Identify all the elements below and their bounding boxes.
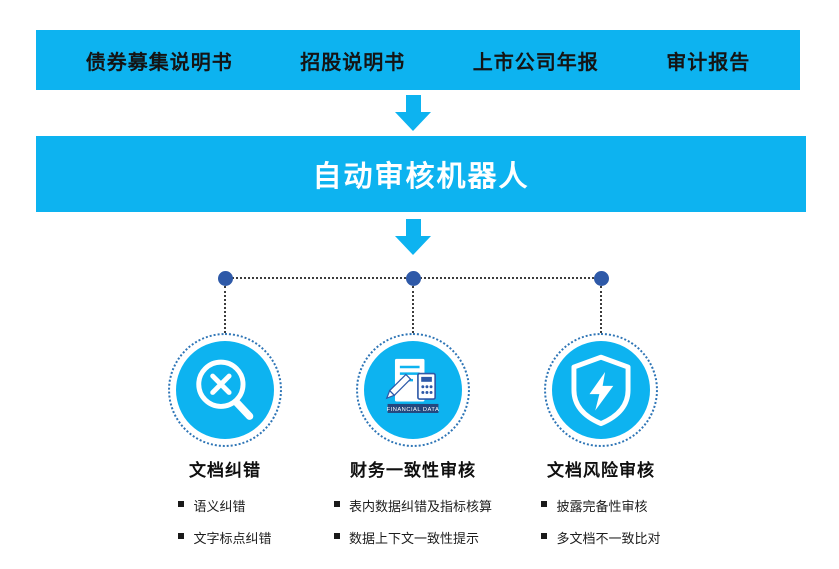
magnifier-x-icon <box>196 359 254 420</box>
bullet-marker <box>333 533 340 539</box>
bullet-text: 语义纠错 <box>193 499 246 514</box>
bullet-marker <box>178 533 185 539</box>
bullet-text: 数据上下文一致性提示 <box>348 531 479 546</box>
bullet-marker <box>333 501 340 507</box>
feature-title: 财务一致性审核 <box>350 461 476 480</box>
connector-line-vertical <box>600 286 602 333</box>
doc-type-label-bond-prospectus: 债券募集说明书 <box>85 51 233 74</box>
feature-column-financial-consistency: FINANCIAL DATA 财务一致性审核 表内数据纠错及指标核算 数据上下文… <box>288 271 538 560</box>
feature-ring: FINANCIAL DATA <box>356 333 470 447</box>
down-arrow-top <box>395 95 431 131</box>
robot-banner-title: 自动审核机器人 <box>312 161 530 193</box>
feature-bullets: 表内数据纠错及指标核算 数据上下文一致性提示 <box>333 496 492 560</box>
robot-banner: 自动审核机器人 <box>36 136 806 212</box>
feature-column-doc-risk: 文档风险审核 披露完备性审核 多文档不一致比对 <box>476 271 726 560</box>
feature-bullets: 语义纠错 文字标点纠错 <box>178 496 272 560</box>
bullet-item: 多文档不一致比对 <box>541 528 661 547</box>
connector-dot <box>405 271 421 286</box>
bullet-text: 披露完备性审核 <box>556 499 648 514</box>
bullet-item: 语义纠错 <box>178 496 271 515</box>
down-arrow-bottom <box>395 219 431 255</box>
bullet-marker <box>541 533 548 539</box>
bullet-item: 表内数据纠错及指标核算 <box>333 496 492 515</box>
down-arrow-head <box>395 112 431 131</box>
feature-circle: FINANCIAL DATA <box>364 341 462 439</box>
connector-dot <box>217 271 233 286</box>
feature-title: 文档风险审核 <box>547 461 655 480</box>
down-arrow-shaft <box>405 219 421 236</box>
feature-title: 文档纠错 <box>189 461 261 480</box>
feature-circle <box>552 341 650 439</box>
shield-bolt-icon <box>571 354 631 427</box>
down-arrow-shaft <box>405 95 421 112</box>
doc-type-label-audit-report: 审计报告 <box>666 51 751 74</box>
bullet-text: 多文档不一致比对 <box>556 531 661 546</box>
bullet-marker <box>541 501 548 507</box>
bullet-item: 文字标点纠错 <box>178 528 272 547</box>
bullet-item: 披露完备性审核 <box>541 496 660 515</box>
doc-type-label-ipo-prospectus: 招股说明书 <box>300 51 406 74</box>
feature-ring <box>544 333 658 447</box>
feature-column-doc-correction: 文档纠错 语义纠错 文字标点纠错 <box>100 271 350 560</box>
feature-bullets: 披露完备性审核 多文档不一致比对 <box>541 496 661 560</box>
connector-line-vertical <box>224 286 226 333</box>
bullet-marker <box>178 501 185 507</box>
feature-ring <box>168 333 282 447</box>
connector-dot <box>593 271 609 286</box>
financial-data-icon: FINANCIAL DATA <box>385 358 440 413</box>
document-types-bar: 债券募集说明书 招股说明书 上市公司年报 审计报告 <box>36 30 800 90</box>
bullet-text: 文字标点纠错 <box>193 531 272 546</box>
connector-line-vertical <box>412 286 414 333</box>
doc-type-label-annual-report: 上市公司年报 <box>472 51 599 74</box>
feature-circle <box>176 341 274 439</box>
bullet-text: 表内数据纠错及指标核算 <box>348 499 492 514</box>
financial-data-caption: FINANCIAL DATA <box>387 407 440 413</box>
bullet-item: 数据上下文一致性提示 <box>333 528 492 547</box>
down-arrow-head <box>395 236 431 255</box>
